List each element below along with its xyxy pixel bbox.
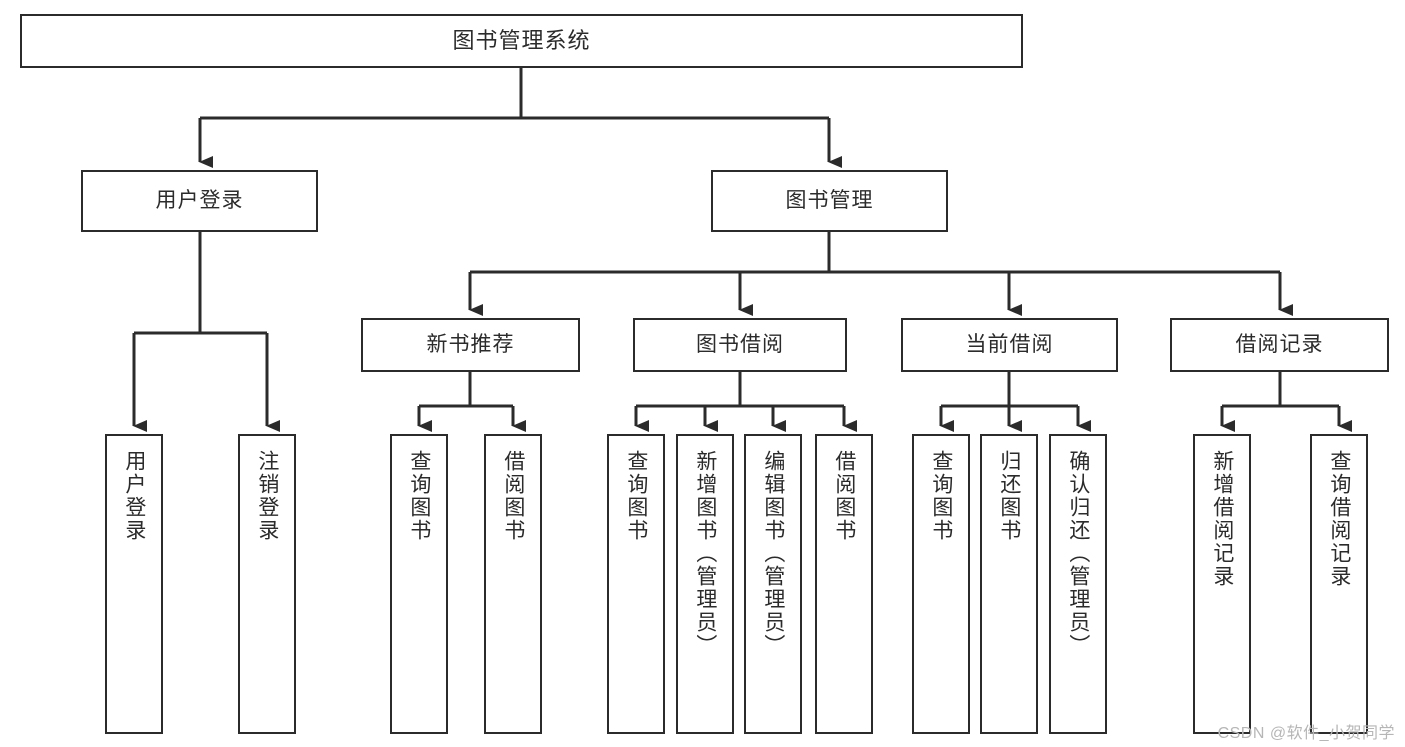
node-label: 查询借阅记录 (1327, 450, 1351, 588)
node-label: 用户登录 (122, 450, 146, 542)
leaf-confirm-return-admin[interactable]: 确认归还（管理员） (1049, 434, 1107, 734)
node-label: 借阅图书 (501, 450, 525, 542)
node-label: 查询图书 (407, 450, 431, 542)
leaf-add-book-admin[interactable]: 新增图书（管理员） (676, 434, 734, 734)
node-root-system[interactable]: 图书管理系统 (20, 14, 1023, 68)
leaf-user-login[interactable]: 用户登录 (105, 434, 163, 734)
leaf-query-book-borrow[interactable]: 查询图书 (607, 434, 665, 734)
leaf-return-book[interactable]: 归还图书 (980, 434, 1038, 734)
node-label: 图书管理 (785, 188, 874, 212)
node-book-borrow[interactable]: 图书借阅 (633, 318, 847, 372)
node-label: 确认归还（管理员） (1066, 450, 1090, 657)
watermark-text: CSDN @软件_小贺同学 (1217, 725, 1395, 742)
leaf-edit-book-admin[interactable]: 编辑图书（管理员） (744, 434, 802, 734)
node-label: 编辑图书（管理员） (761, 450, 785, 657)
node-current-borrow[interactable]: 当前借阅 (901, 318, 1118, 372)
leaf-logout[interactable]: 注销登录 (238, 434, 296, 734)
leaf-query-borrow-record[interactable]: 查询借阅记录 (1310, 434, 1368, 734)
node-label: 新书推荐 (426, 332, 515, 356)
leaf-borrow-book[interactable]: 借阅图书 (815, 434, 873, 734)
node-book-management[interactable]: 图书管理 (711, 170, 948, 232)
node-label: 当前借阅 (965, 332, 1054, 356)
node-new-book-recommend[interactable]: 新书推荐 (361, 318, 580, 372)
node-label: 用户登录 (155, 188, 244, 212)
node-label: 新增借阅记录 (1210, 450, 1234, 588)
node-label: 图书管理系统 (452, 28, 591, 54)
node-label: 归还图书 (997, 450, 1021, 542)
node-label: 注销登录 (255, 450, 279, 542)
node-label: 查询图书 (624, 450, 648, 542)
node-label: 查询图书 (929, 450, 953, 542)
node-label: 借阅记录 (1235, 332, 1324, 356)
node-label: 图书借阅 (696, 332, 784, 356)
node-borrow-record[interactable]: 借阅记录 (1170, 318, 1389, 372)
leaf-query-book-new[interactable]: 查询图书 (390, 434, 448, 734)
leaf-borrow-book-new[interactable]: 借阅图书 (484, 434, 542, 734)
leaf-add-borrow-record[interactable]: 新增借阅记录 (1193, 434, 1251, 734)
leaf-query-book-current[interactable]: 查询图书 (912, 434, 970, 734)
node-user-login[interactable]: 用户登录 (81, 170, 318, 232)
node-label: 新增图书（管理员） (693, 450, 717, 657)
node-label: 借阅图书 (832, 450, 856, 542)
